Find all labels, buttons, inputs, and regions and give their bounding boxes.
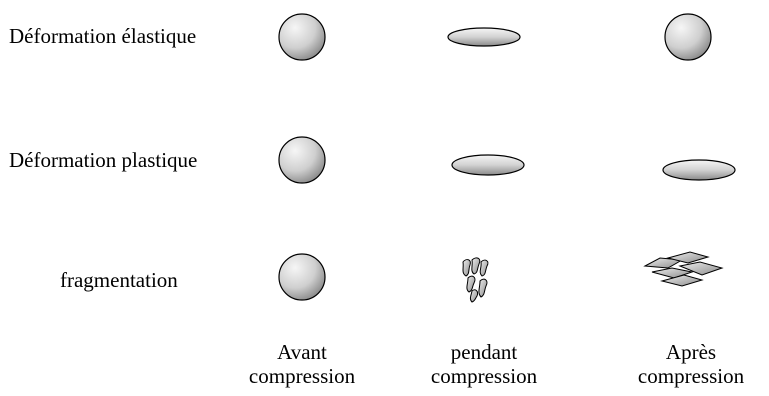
fragment-piece (462, 259, 471, 277)
sphere-elastic-before (278, 13, 326, 61)
ellipse-plastic-after (662, 159, 736, 181)
ellipse-elastic-during (447, 27, 521, 47)
col-label-before-line2: compression (248, 364, 356, 388)
sphere-fragmentation-before (278, 253, 326, 301)
col-label-during-line1: pendant (450, 340, 518, 364)
sphere-plastic-before (278, 136, 326, 184)
fragment-piece (466, 275, 476, 293)
fragment-piece (478, 278, 488, 298)
col-label-after-line1: Après (665, 340, 717, 364)
ellipse-plastic-during (451, 154, 525, 176)
flake-piece (678, 261, 724, 276)
col-label-during-line2: compression (430, 364, 538, 388)
fragments-during (462, 257, 489, 303)
flake-piece (660, 274, 704, 287)
flakes-after (643, 251, 724, 287)
fragment-piece (471, 257, 481, 275)
flake-piece (651, 267, 694, 279)
row-label-fragmentation: fragmentation (60, 268, 178, 292)
flake-piece (666, 251, 710, 264)
col-label-before-line1: Avant (277, 340, 327, 364)
col-label-during: pendant compression (404, 340, 564, 388)
col-label-before: Avant compression (222, 340, 382, 388)
row-label-plastic: Déformation plastique (9, 148, 198, 172)
row-label-elastic: Déformation élastique (9, 24, 197, 48)
sphere-elastic-after (664, 13, 712, 61)
fragment-piece (479, 259, 489, 277)
col-label-after: Après compression (611, 340, 769, 388)
fragment-piece (469, 289, 478, 303)
col-label-after-line2: compression (637, 364, 745, 388)
